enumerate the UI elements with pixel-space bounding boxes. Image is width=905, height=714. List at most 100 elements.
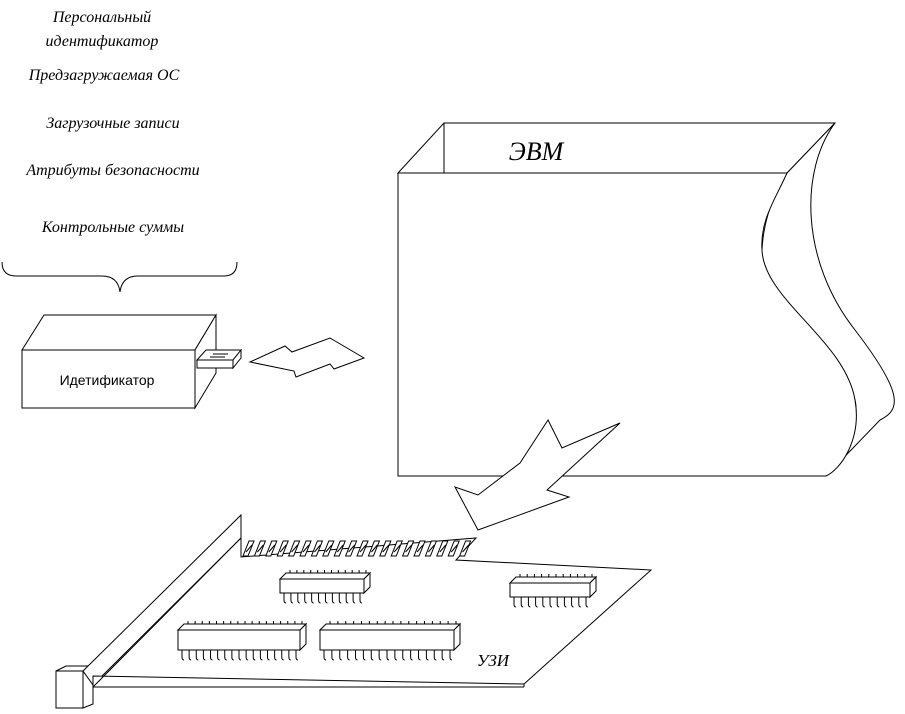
chip-pin (585, 597, 589, 608)
chip-pin (195, 650, 199, 661)
chip-pin (441, 650, 445, 661)
chip-pin (535, 597, 538, 608)
chip-pin (386, 650, 390, 661)
chip-large-left (176, 621, 308, 661)
connector-contact-hatch (393, 544, 401, 553)
chip-pin (259, 650, 263, 661)
chip-pin (224, 650, 227, 661)
chip-pin (425, 650, 429, 661)
chip-pin (449, 650, 453, 661)
chip-pin (252, 650, 256, 661)
connector-contact-hatch (279, 544, 287, 553)
label-boot-records: Загрузочные записи (46, 115, 179, 132)
connector-contact-hatch (348, 544, 355, 553)
chip-pin (210, 650, 213, 661)
chip-pin (542, 597, 545, 608)
connector-contact-hatch (462, 544, 469, 553)
chip-pin (324, 593, 328, 604)
chip-pin (281, 650, 284, 661)
chip-pin (238, 650, 242, 661)
label-preload-os: Предзагружаемая ОС (28, 67, 180, 84)
chip-pin (217, 650, 220, 661)
edge-connector (242, 540, 472, 557)
identifier-device: Идетификатор (21, 313, 243, 410)
arrow-identifier-to-computer (248, 337, 366, 378)
chip-large-right (318, 621, 462, 661)
chip-pin (549, 597, 553, 608)
chip-pin (352, 593, 356, 604)
chip-pin (513, 597, 517, 608)
chip-pin (231, 650, 234, 661)
chip-top (278, 572, 372, 580)
chip-small-upper (278, 570, 372, 604)
chip-pin (345, 593, 349, 604)
chip-pin (347, 650, 350, 661)
label-checksums: Контрольные суммы (41, 219, 184, 236)
label-security-attributes: Атрибуты безопасности (25, 162, 199, 179)
chip-pin (288, 650, 291, 661)
chip-top (508, 576, 598, 584)
chip-top (176, 623, 308, 631)
chip-pin (355, 650, 358, 661)
chip-pin (433, 650, 437, 661)
chip-pin (338, 593, 342, 604)
chip-pin (274, 650, 277, 661)
chip-pin (339, 650, 342, 661)
chip-pin (318, 593, 321, 604)
chip-pin (362, 650, 366, 661)
chip-pin (571, 597, 574, 608)
chip-pin (527, 597, 531, 608)
uzi-board: УЗИ (55, 513, 653, 709)
chip-pin (323, 650, 327, 661)
chip-pin (394, 650, 397, 661)
connector-contact-hatch (245, 544, 253, 553)
connector-contact-hatch (439, 544, 447, 553)
chip-pin (304, 593, 307, 604)
chip-pin (418, 650, 421, 661)
chip-pin (297, 593, 300, 604)
connector-contact-hatch (416, 544, 424, 553)
chip-pin (578, 597, 581, 608)
chip-pin (402, 650, 405, 661)
computer-label: ЭВМ (509, 137, 565, 166)
chip-pin (188, 650, 192, 661)
connector-contact-hatch (450, 544, 458, 553)
identifier-label: Идетификатор (60, 372, 155, 388)
chip-pin (331, 650, 334, 661)
chip-body (279, 578, 365, 594)
connector-contact-hatch (359, 544, 367, 553)
chip-pin (181, 650, 185, 661)
uzi-label: УЗИ (477, 651, 511, 670)
chip-pin (563, 597, 567, 608)
chip-pin (370, 650, 374, 661)
connector-contact-hatch (302, 544, 310, 553)
chip-pin (290, 593, 293, 604)
chip-pin (359, 593, 363, 604)
curly-brace (1, 261, 238, 293)
chip-pin (520, 597, 524, 608)
chip-pin (378, 650, 382, 661)
label-personal-id-line2: идентификатор (46, 33, 159, 50)
connector-contact-hatch (325, 544, 333, 553)
chip-pin (295, 650, 299, 661)
chip-body (509, 582, 591, 598)
chip-pin (331, 593, 335, 604)
connector-contact-hatch (314, 544, 321, 553)
connector-contact-hatch (268, 544, 276, 553)
connector-contact-hatch (428, 544, 435, 553)
chip-pin (410, 650, 413, 661)
arrow-computer-to-board (453, 418, 621, 531)
connector-contact-hatch (405, 544, 412, 553)
chip-body (177, 629, 301, 651)
chip-pin (245, 650, 249, 661)
connector-contact-hatch (257, 544, 264, 553)
chip-small-right (508, 574, 598, 608)
chip-pin (556, 597, 560, 608)
connector-contact-hatch (371, 544, 378, 553)
chip-pin (202, 650, 206, 661)
chip-body (319, 629, 455, 651)
chip-top (318, 623, 462, 631)
chip-pin (311, 593, 314, 604)
